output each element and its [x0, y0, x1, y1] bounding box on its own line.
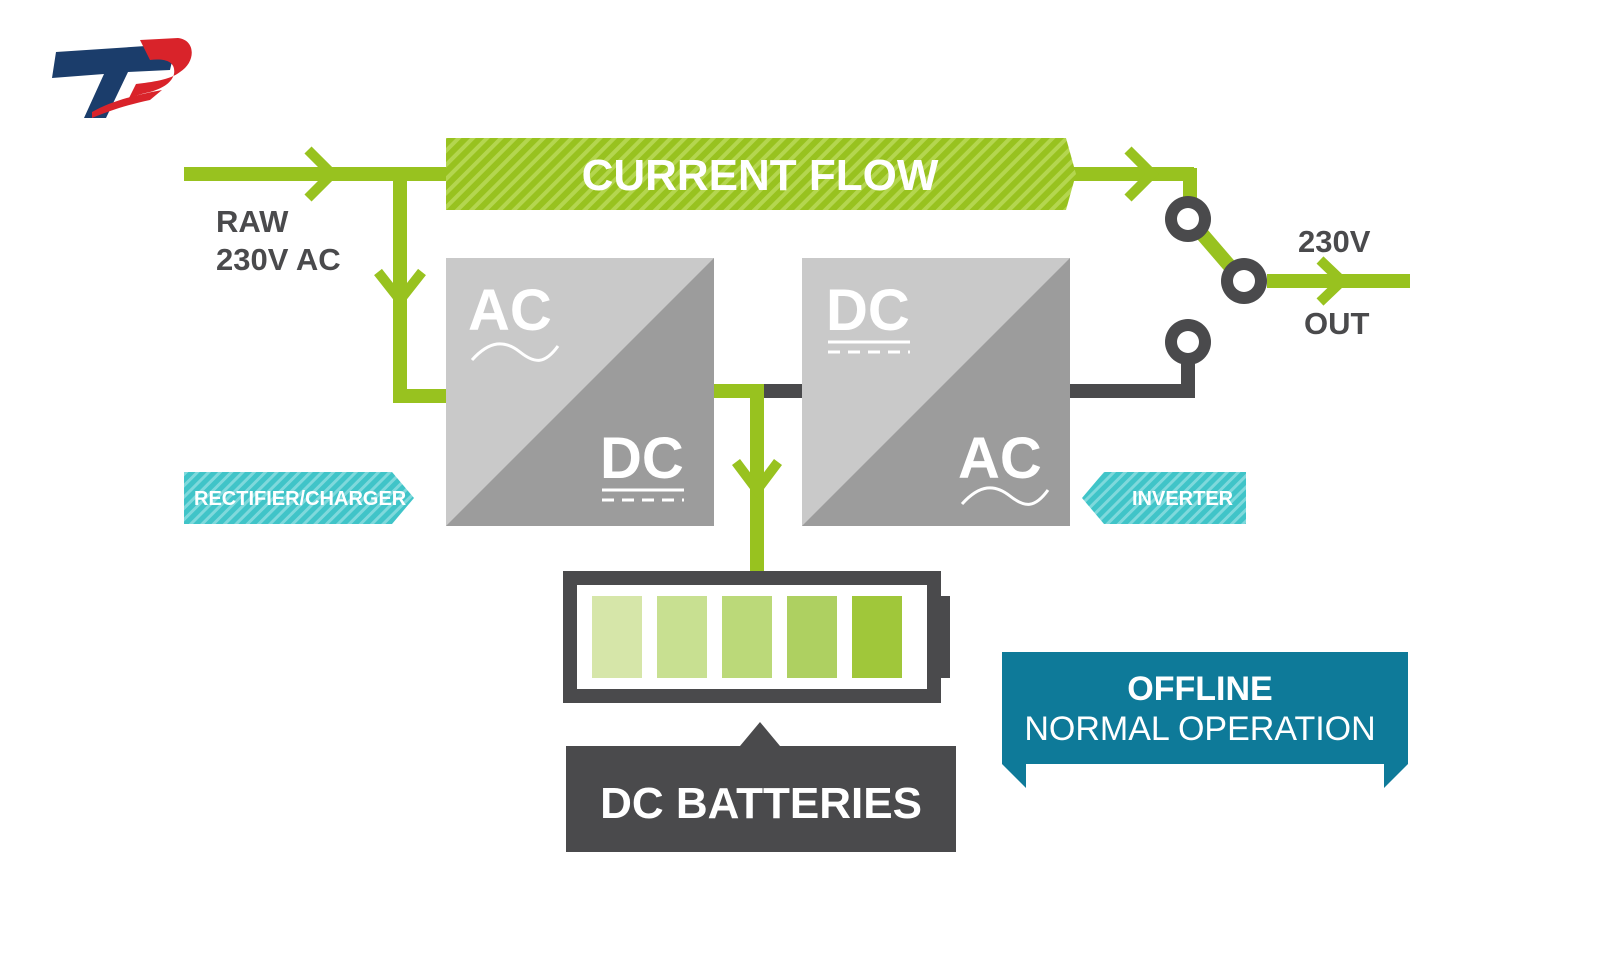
output-labels: 230V OUT: [1298, 224, 1371, 341]
flow-arrow-icon: [1316, 256, 1350, 306]
rectifier-output-label: DC: [600, 426, 684, 491]
banner-title: CURRENT FLOW: [582, 151, 939, 200]
rectifier-input-label: AC: [468, 278, 552, 343]
output-voltage: 230V: [1298, 224, 1371, 259]
rectifier-feed-line: [374, 174, 448, 403]
ac-wave-icon: [470, 342, 560, 362]
inverter-output-line: [1070, 360, 1195, 398]
flow-arrow-icon: [1124, 146, 1160, 202]
battery-cells: [592, 596, 902, 678]
battery-label: DC BATTERIES: [566, 722, 956, 852]
battery-label-text: DC BATTERIES: [600, 779, 922, 828]
battery: [563, 571, 950, 703]
rectifier-tag: RECTIFIER/CHARGER: [184, 472, 414, 524]
inverter-block: DC AC: [802, 258, 1070, 526]
flow-arrow-icon: [304, 146, 340, 202]
input-label-line2: 230V AC: [216, 242, 341, 277]
battery-cell: [657, 596, 707, 678]
input-label-line1: RAW: [216, 204, 289, 239]
company-logo: [52, 38, 192, 118]
mode-banner: OFFLINE NORMAL OPERATION: [1002, 652, 1408, 788]
dc-bus: [714, 384, 802, 572]
battery-cell: [722, 596, 772, 678]
rectifier-block: AC DC: [446, 258, 714, 526]
ac-wave-icon: [960, 486, 1050, 506]
rectifier-tag-label: RECTIFIER/CHARGER: [194, 488, 407, 510]
input-label: RAW 230V AC: [216, 204, 341, 277]
inverter-input-label: DC: [826, 278, 910, 343]
battery-cell: [787, 596, 837, 678]
battery-cell: [592, 596, 642, 678]
inverter-tag-label: INVERTER: [1132, 488, 1234, 510]
battery-cell: [852, 596, 902, 678]
current-flow-banner: CURRENT FLOW: [446, 138, 1076, 210]
battery-terminal-icon: [934, 596, 950, 678]
output-label: OUT: [1304, 306, 1370, 341]
inverter-tag: INVERTER: [1082, 472, 1246, 524]
down-arrow-icon: [732, 459, 782, 499]
inverter-output-label: AC: [958, 426, 1042, 491]
down-arrow-icon: [374, 268, 426, 309]
mode-title: OFFLINE: [1127, 670, 1272, 708]
transfer-switch: [1165, 196, 1410, 365]
mode-subtitle: NORMAL OPERATION: [1024, 710, 1375, 748]
